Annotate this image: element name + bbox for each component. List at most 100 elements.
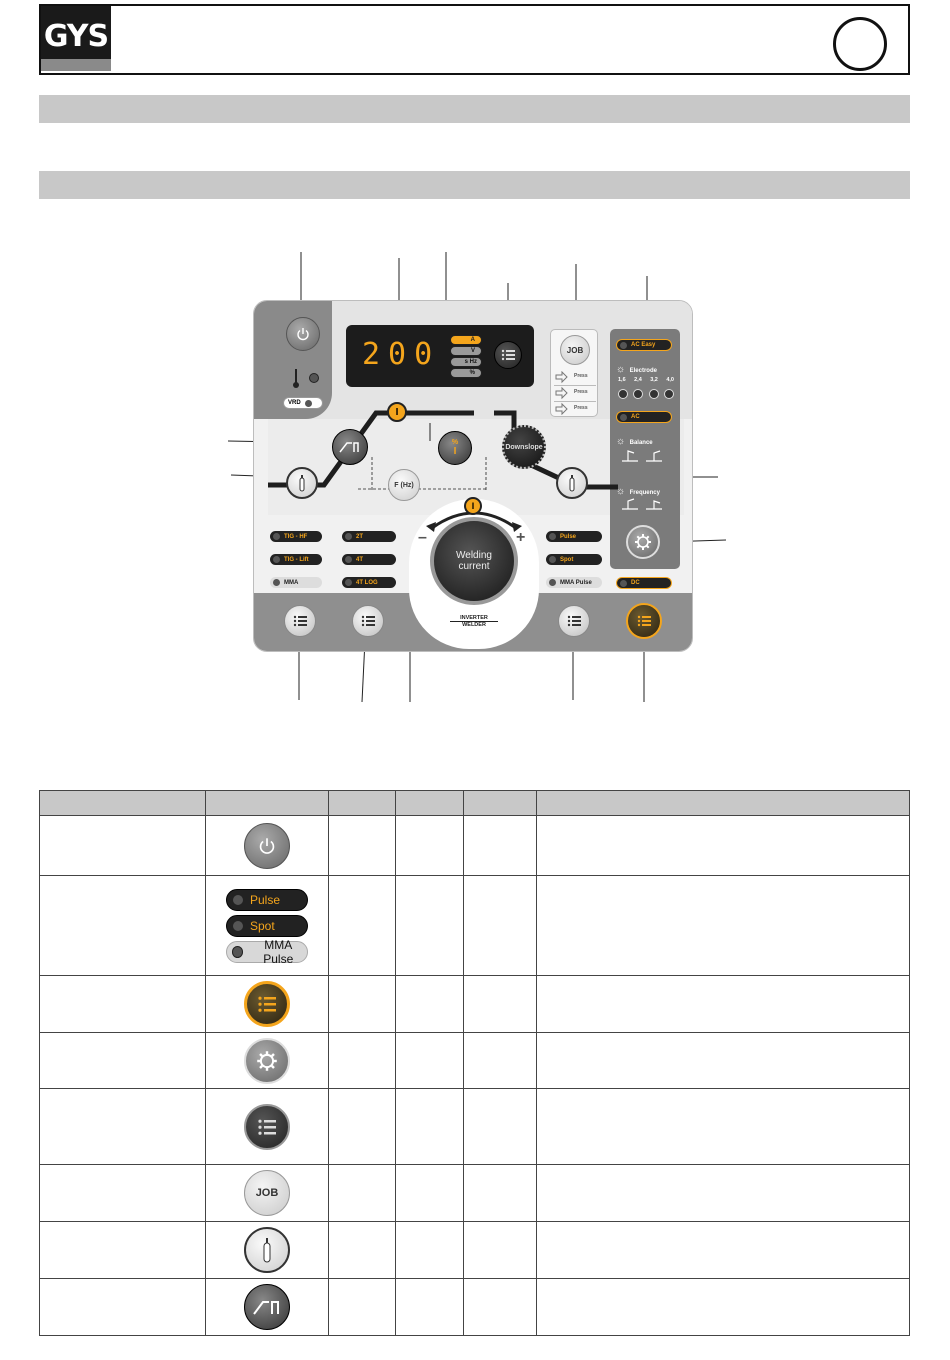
unit-a: A [450, 335, 482, 345]
trigger-menu-button[interactable] [352, 605, 384, 637]
mode-spot-label: Spot [560, 556, 574, 563]
mma-pulse-chip-label: MMA Pulse [263, 937, 294, 966]
frequency-row: ☼ Frequency [616, 481, 660, 499]
col-header-4 [395, 790, 464, 816]
mode-tig-hf-label: TIG - HF [284, 533, 308, 540]
mode-mma-pulse: MMA Pulse [546, 577, 602, 588]
electrode-sizes: 1,6 2,4 3,2 4,0 [618, 377, 674, 383]
ac-label: AC [631, 414, 640, 420]
downslope-knob[interactable]: Downslope [502, 425, 546, 469]
mode-mma-label: MMA [284, 579, 299, 586]
pulse-current-button[interactable]: % I [438, 431, 472, 465]
inverter-label: INVERTER [460, 615, 488, 621]
press-label-1: Press [574, 373, 588, 379]
mode-2t: 2T [342, 531, 396, 542]
electrode-led-4[interactable] [663, 389, 674, 399]
upslope-button[interactable] [332, 429, 368, 465]
mode-tig-hf: TIG - HF [270, 531, 322, 542]
display-menu-button[interactable] [494, 341, 522, 369]
process-menu-button[interactable] [284, 605, 316, 637]
mode-tig-lift: TIG - Lift [270, 554, 322, 565]
thermal-led [309, 373, 319, 383]
electrode-led-2[interactable] [633, 389, 644, 399]
language-circle [833, 17, 887, 71]
pulse-percent: % [451, 439, 459, 446]
mode-4t-log-label: 4T LOG [356, 579, 378, 586]
welding-current-knob[interactable]: Welding current [430, 517, 518, 605]
press-label-3: Press [574, 405, 588, 411]
table-row: JOB [39, 1164, 910, 1222]
mode-chips-right: Pulse Spot MMA Pulse [544, 529, 606, 591]
peak-current-marker: I [387, 402, 407, 422]
vrd-indicator: VRD [283, 397, 323, 409]
mode-4t-label: 4T [356, 556, 364, 563]
mma-pulse-chip: MMA Pulse [226, 937, 308, 966]
frequency-waves-icon [622, 498, 662, 510]
power-icon [244, 822, 290, 869]
thermometer-icon [293, 369, 299, 388]
job-button[interactable]: JOB [560, 335, 590, 365]
control-panel: VRD 200 A V s Hz % JOB Press Press Press… [253, 300, 693, 652]
balance-waves-icon [622, 450, 662, 462]
mode-4t: 4T [342, 554, 396, 565]
electrode-size-4: 4,0 [666, 377, 674, 383]
press-arrows-icon [555, 371, 568, 415]
table-row: Pulse Spot MMA Pulse [39, 875, 910, 976]
section-bar-1 [39, 95, 910, 123]
gear-small-icon: ☼ [616, 364, 626, 375]
electrode-leds [618, 389, 674, 399]
ac-button[interactable]: AC [616, 411, 672, 423]
gys-logo: GYS [41, 6, 111, 71]
table-row [39, 815, 910, 876]
power-button[interactable] [286, 317, 320, 351]
mode-mma-pulse-label: MMA Pulse [560, 579, 592, 586]
section-bar-2 [39, 171, 910, 199]
electrode-size-1: 1,6 [618, 377, 626, 383]
gear-icon [244, 1037, 290, 1084]
pulse-menu-button[interactable] [558, 605, 590, 637]
mode-chips-left: TIG - HF TIG - Lift MMA 2T 4T 4T LOG [268, 529, 408, 591]
table-row [39, 1278, 910, 1336]
dc-button[interactable]: DC [616, 577, 672, 589]
welding-current-label: Welding current [456, 550, 492, 572]
job-divider-2 [554, 401, 596, 402]
downslope-label: Downslope [505, 443, 543, 451]
slope-icon [339, 442, 359, 453]
unit-list: A V s Hz % [450, 335, 482, 378]
mode-tig-lift-label: TIG - Lift [284, 556, 309, 563]
increase-sign: + [516, 529, 526, 546]
menu-list-icon [293, 615, 307, 627]
job-divider-1 [554, 385, 596, 386]
decrease-sign: – [418, 529, 427, 546]
postflow-button[interactable] [556, 467, 588, 499]
electrode-led-1[interactable] [618, 389, 628, 399]
table-row [39, 1032, 910, 1089]
electrode-led-3[interactable] [648, 389, 659, 399]
ac-dc-menu-button[interactable] [626, 603, 662, 639]
balance-gear-icon: ☼ [616, 436, 626, 447]
ac-easy-button[interactable]: AC Easy [616, 339, 672, 351]
settings-button[interactable] [626, 525, 660, 559]
controls-table: Pulse Spot MMA Pulse JOB [39, 790, 910, 1336]
mode-2t-label: 2T [356, 533, 364, 540]
preflow-button[interactable] [286, 467, 318, 499]
frequency-hz-button[interactable]: F (Hz) [388, 469, 420, 501]
logo-band [41, 59, 111, 71]
menu-list-icon [567, 615, 581, 627]
vrd-label: VRD [288, 400, 301, 406]
menu-list-icon [637, 615, 651, 627]
frequency-label: Frequency [629, 490, 660, 496]
ac-easy-label: AC Easy [631, 342, 656, 348]
frequency-hz-label: F (Hz) [394, 481, 414, 489]
dc-led [620, 579, 627, 587]
dc-label: DC [631, 580, 640, 586]
electrode-label: Electrode [629, 368, 657, 374]
menu-list-icon [501, 349, 515, 361]
frequency-gear-icon: ☼ [616, 486, 626, 497]
pulse-chip-label: Pulse [250, 892, 281, 907]
current-marker: I [464, 497, 482, 515]
torch-icon [244, 1227, 290, 1273]
pulse-chip: Pulse [226, 888, 308, 911]
menu-list-icon [361, 615, 375, 627]
electrode-size-3: 3,2 [650, 377, 658, 383]
